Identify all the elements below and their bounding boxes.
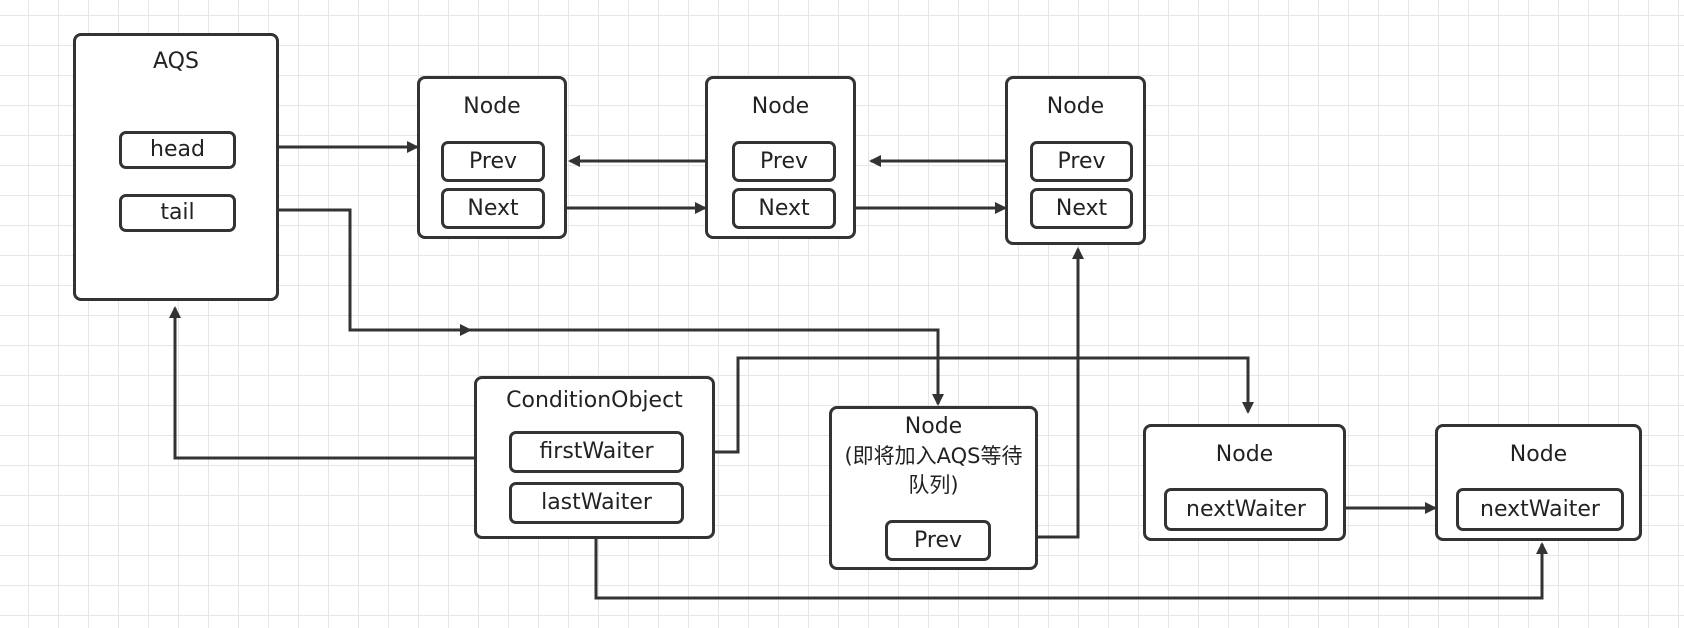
condition-to-aqs-arrow (169, 306, 478, 460)
pending-node-title: Node (904, 414, 963, 439)
sync-node-3: Node Prev Next (1005, 76, 1146, 245)
condition-node-1: Node nextWaiter (1143, 424, 1346, 541)
tail-field: tail (119, 194, 236, 232)
first-waiter-field: firstWaiter (509, 431, 684, 473)
condition-object-box: ConditionObject firstWaiter lastWaiter (474, 376, 715, 539)
head-field: head (119, 131, 236, 169)
sync-node-2-prev: Prev (732, 141, 836, 182)
firstwaiter-to-cnode1-arrow (682, 356, 1254, 454)
pending-node-note-line1: (即将加入AQS等待 (844, 444, 1023, 468)
sync-node-3-prev: Prev (1030, 141, 1133, 182)
sync-node-1-title: Node (463, 94, 521, 119)
sync-node-1: Node Prev Next (417, 76, 567, 239)
sync-node-1-next: Next (441, 188, 545, 229)
sync-node-3-title: Node (1046, 94, 1105, 119)
condition-node-1-next-waiter: nextWaiter (1164, 488, 1328, 531)
aqs-box: AQS head tail (73, 33, 279, 301)
sync-node-2: Node Prev Next (705, 76, 856, 239)
last-waiter-field: lastWaiter (509, 482, 684, 524)
lastwaiter-to-cnode2-arrow (594, 524, 1548, 600)
condition-node-2: Node nextWaiter (1435, 424, 1642, 541)
sync-node-2-next: Next (732, 188, 836, 229)
sync-node-1-prev: Prev (441, 141, 545, 182)
aqs-title: AQS (153, 49, 199, 74)
condition-node-2-next-waiter: nextWaiter (1456, 488, 1624, 531)
condition-node-2-title: Node (1509, 442, 1568, 467)
sync-node-3-next: Next (1030, 188, 1133, 229)
pending-node-note-line2: 队列) (908, 473, 959, 497)
sync-node-2-title: Node (751, 94, 810, 119)
pending-node-box: Node (即将加入AQS等待 队列) Prev (829, 406, 1038, 570)
condition-object-title: ConditionObject (506, 388, 683, 413)
pending-node-prev: Prev (885, 520, 991, 561)
tail-to-pending-node-arrow (234, 208, 944, 406)
condition-node-1-title: Node (1215, 442, 1274, 467)
